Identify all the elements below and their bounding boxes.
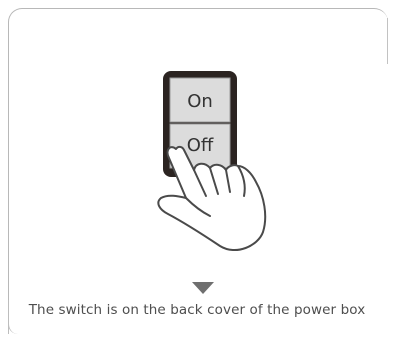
switch-on-label: On [175,91,225,112]
down-triangle-icon [192,282,214,294]
instruction-caption: The switch is on the back cover of the p… [0,302,394,318]
switch-off-label: Off [175,135,225,156]
